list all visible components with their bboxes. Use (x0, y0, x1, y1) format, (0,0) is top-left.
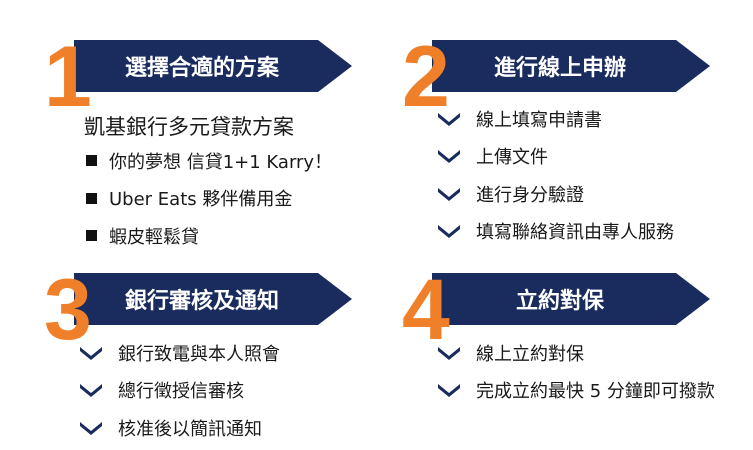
list-item: 完成立約最快 5 分鐘即可撥款 (436, 372, 715, 410)
square-bullet-icon (86, 192, 97, 204)
step-title-banner: 立約對保 (432, 273, 710, 325)
step-subtitle: 凱基銀行多元貸款方案 (84, 115, 294, 139)
step-number: 3 (44, 262, 92, 358)
list-item: 總行徵授信審核 (78, 372, 280, 410)
list-item-label: 上傳文件 (476, 147, 548, 169)
step-list: 線上填寫申請書 上傳文件 進行身分驗證 填寫聯絡資訊由專人服務 (436, 100, 674, 250)
chevron-down-icon (436, 345, 462, 361)
list-item-label: 你的夢想 信貸1+1 Karry！ (109, 151, 333, 173)
list-item: Uber Eats 夥伴備用金 (86, 180, 332, 218)
list-item: 銀行致電與本人照會 (78, 334, 280, 372)
list-item: 線上立約對保 (436, 334, 715, 372)
step-title: 選擇合適的方案 (124, 56, 279, 81)
chevron-down-icon (436, 186, 462, 202)
step-number: 1 (44, 29, 92, 125)
step-number: 2 (402, 29, 450, 125)
list-item: 上傳文件 (436, 138, 674, 176)
list-item: 蝦皮輕鬆貸 (86, 217, 332, 255)
list-item-label: 完成立約最快 5 分鐘即可撥款 (476, 381, 715, 403)
chevron-down-icon (436, 111, 462, 127)
list-item: 填寫聯絡資訊由專人服務 (436, 213, 674, 251)
list-item-label: 線上填寫申請書 (476, 109, 602, 131)
step-title: 立約對保 (515, 289, 604, 314)
step-title-banner: 選擇合適的方案 (74, 40, 352, 92)
list-item: 線上填寫申請書 (436, 100, 674, 138)
list-item: 核准後以簡訊通知 (78, 409, 280, 447)
step-number: 4 (402, 262, 450, 358)
step-title-banner: 進行線上申辦 (432, 40, 710, 92)
chevron-down-icon (436, 148, 462, 164)
list-item-label: 進行身分驗證 (476, 184, 584, 206)
list-item-label: 核准後以簡訊通知 (118, 418, 262, 440)
step-title-banner: 銀行審核及通知 (74, 273, 352, 325)
square-bullet-icon (86, 155, 97, 167)
list-item: 進行身分驗證 (436, 175, 674, 213)
list-item-label: 線上立約對保 (476, 343, 584, 365)
step-list: 你的夢想 信貸1+1 Karry！ Uber Eats 夥伴備用金 蝦皮輕鬆貸 (86, 142, 332, 255)
list-item-label: Uber Eats 夥伴備用金 (109, 189, 293, 211)
chevron-down-icon (436, 223, 462, 239)
step-title: 銀行審核及通知 (124, 289, 279, 314)
chevron-down-icon (436, 382, 462, 398)
step-title: 進行線上申辦 (493, 56, 626, 81)
square-bullet-icon (86, 230, 97, 242)
chevron-down-icon (78, 420, 104, 436)
list-item-label: 銀行致電與本人照會 (118, 343, 280, 365)
chevron-down-icon (78, 382, 104, 398)
step-list: 線上立約對保 完成立約最快 5 分鐘即可撥款 (436, 334, 715, 409)
list-item-label: 填寫聯絡資訊由專人服務 (476, 222, 674, 244)
step-list: 銀行致電與本人照會 總行徵授信審核 核准後以簡訊通知 (78, 334, 280, 447)
chevron-down-icon (78, 345, 104, 361)
list-item-label: 總行徵授信審核 (118, 381, 244, 403)
list-item: 你的夢想 信貸1+1 Karry！ (86, 142, 332, 180)
list-item-label: 蝦皮輕鬆貸 (109, 226, 199, 248)
